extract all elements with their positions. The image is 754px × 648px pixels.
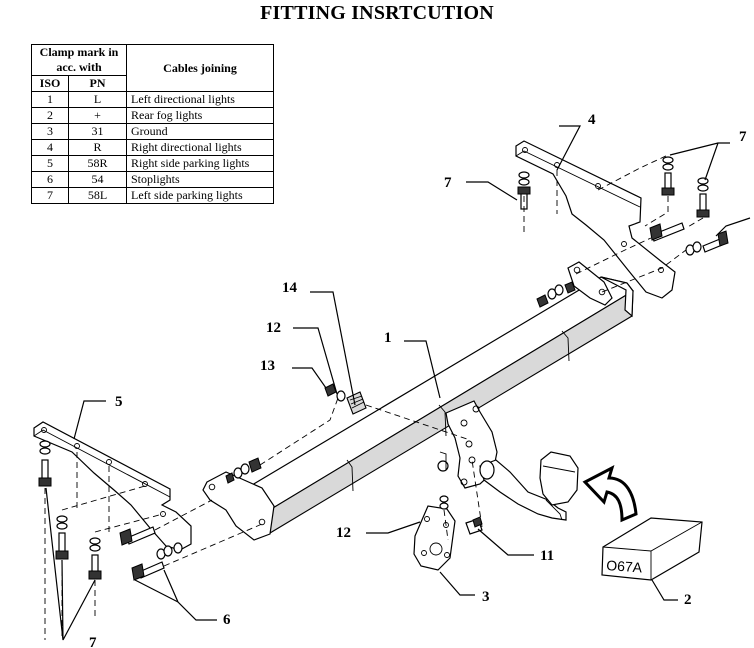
callout-12-bottom: 12 xyxy=(336,525,351,541)
header-pn: PN xyxy=(68,75,127,92)
beam-left-flange xyxy=(202,471,275,541)
callout-6: 6 xyxy=(223,612,231,628)
callout-5: 5 xyxy=(115,394,123,410)
leader-lines xyxy=(45,125,751,641)
callout-7-top-left: 7 xyxy=(444,175,452,191)
header-clamp-mark: Clamp mark in acc. with xyxy=(31,44,127,76)
hardware-bottom-left xyxy=(38,440,183,581)
callout-1: 1 xyxy=(384,330,392,346)
packaging-box: O67A xyxy=(601,517,703,581)
hardware-left-beam xyxy=(225,383,367,484)
hardware-socket xyxy=(439,495,483,535)
left-mounting-bracket xyxy=(33,421,192,551)
callout-13: 13 xyxy=(260,358,275,374)
main-cross-beam xyxy=(246,276,634,534)
callout-3: 3 xyxy=(482,589,490,605)
callout-11: 11 xyxy=(540,548,554,564)
table-row: 2+Rear fog lights xyxy=(31,107,274,124)
page-title: FITTING INSRTCUTION xyxy=(260,2,494,24)
cable-joining-table: Clamp mark in acc. with Cables joining I… xyxy=(31,44,274,204)
callout-12-top: 12 xyxy=(266,320,281,336)
callout-14: 14 xyxy=(282,280,298,296)
callout-4: 4 xyxy=(588,112,596,128)
box-label: O67A xyxy=(606,557,643,576)
socket-plate xyxy=(413,505,456,571)
assembly-lines xyxy=(44,154,704,640)
callout-2: 2 xyxy=(684,592,692,608)
curved-arrow xyxy=(582,465,638,523)
tow-ball xyxy=(479,451,579,521)
hardware-top-right xyxy=(517,156,729,308)
callout-7-top-right: 7 xyxy=(739,129,747,145)
callout-7-bottom: 7 xyxy=(89,635,97,648)
